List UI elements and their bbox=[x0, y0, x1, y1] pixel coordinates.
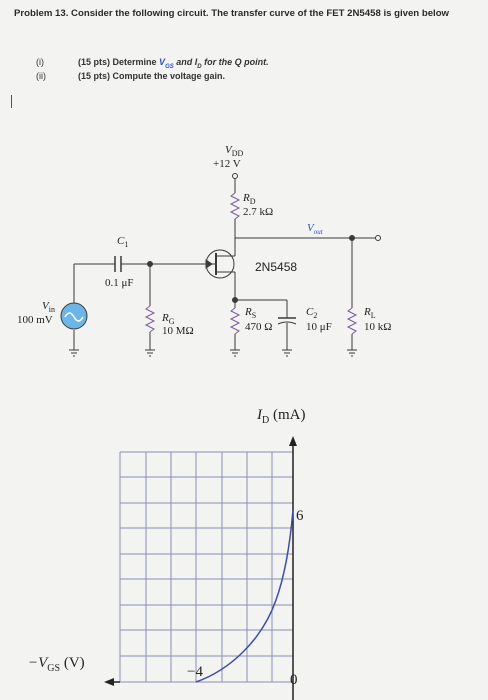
part-ii-number: (ii) bbox=[36, 71, 46, 81]
fet-label: 2N5458 bbox=[255, 260, 298, 274]
rl-resistor bbox=[346, 307, 358, 335]
and-word: and bbox=[173, 57, 195, 67]
x-tick-minus4: −4 bbox=[187, 664, 203, 680]
part-i-rest: for the Q point. bbox=[201, 57, 269, 67]
c2-value: 10 μF bbox=[306, 321, 332, 333]
vout-label: Vout bbox=[307, 222, 323, 237]
text-cursor-mark bbox=[11, 95, 12, 108]
rd-value: 2.7 kΩ bbox=[243, 206, 274, 218]
c2-label: C2 bbox=[306, 306, 318, 321]
rg-value: 10 MΩ bbox=[162, 325, 194, 337]
part-i-points: (15 pts) Determine bbox=[78, 57, 157, 67]
x-tick-zero: 0 bbox=[290, 672, 298, 688]
circuit-wires bbox=[69, 173, 381, 357]
rd-resistor bbox=[229, 192, 241, 220]
id-axis-label: ID (mA) bbox=[257, 407, 306, 426]
vin-label: Vin bbox=[42, 300, 55, 315]
vgs-axis-arrow bbox=[104, 678, 114, 686]
rd-label: RD bbox=[243, 192, 256, 207]
vdd-label: VDD bbox=[225, 144, 244, 159]
rl-label: RL bbox=[364, 306, 376, 321]
circuit-diagram bbox=[60, 173, 381, 357]
rg-resistor bbox=[144, 305, 156, 333]
rs-label: RS bbox=[245, 306, 257, 321]
rl-value: 10 kΩ bbox=[364, 321, 392, 333]
part-ii-text: (15 pts) Compute the voltage gain. bbox=[78, 71, 226, 81]
vdd-value: +12 V bbox=[213, 158, 241, 170]
part-i-text: (15 pts) Determine VGS and ID for the Q … bbox=[78, 57, 269, 70]
part-i-number: (i) bbox=[36, 57, 44, 67]
id-symbol: ID bbox=[194, 57, 202, 70]
c1-value: 0.1 μF bbox=[105, 277, 134, 289]
vin-value: 100 mV bbox=[17, 314, 53, 326]
c1-label: C1 bbox=[117, 235, 129, 250]
rs-resistor bbox=[229, 307, 241, 335]
graph-grid bbox=[119, 451, 293, 683]
vgs-symbol: VGS bbox=[159, 57, 174, 70]
sine-wave-icon bbox=[64, 312, 84, 322]
transfer-curve bbox=[195, 509, 294, 683]
rs-value: 470 Ω bbox=[245, 321, 273, 333]
problem-title: Problem 13. Consider the following circu… bbox=[14, 8, 450, 19]
rg-label: RG bbox=[162, 312, 175, 327]
vout-terminal bbox=[375, 235, 381, 241]
id-axis-arrow bbox=[289, 436, 297, 446]
y-tick-6: 6 bbox=[296, 508, 304, 524]
vgs-axis-label: −VGS (V) bbox=[28, 655, 85, 674]
